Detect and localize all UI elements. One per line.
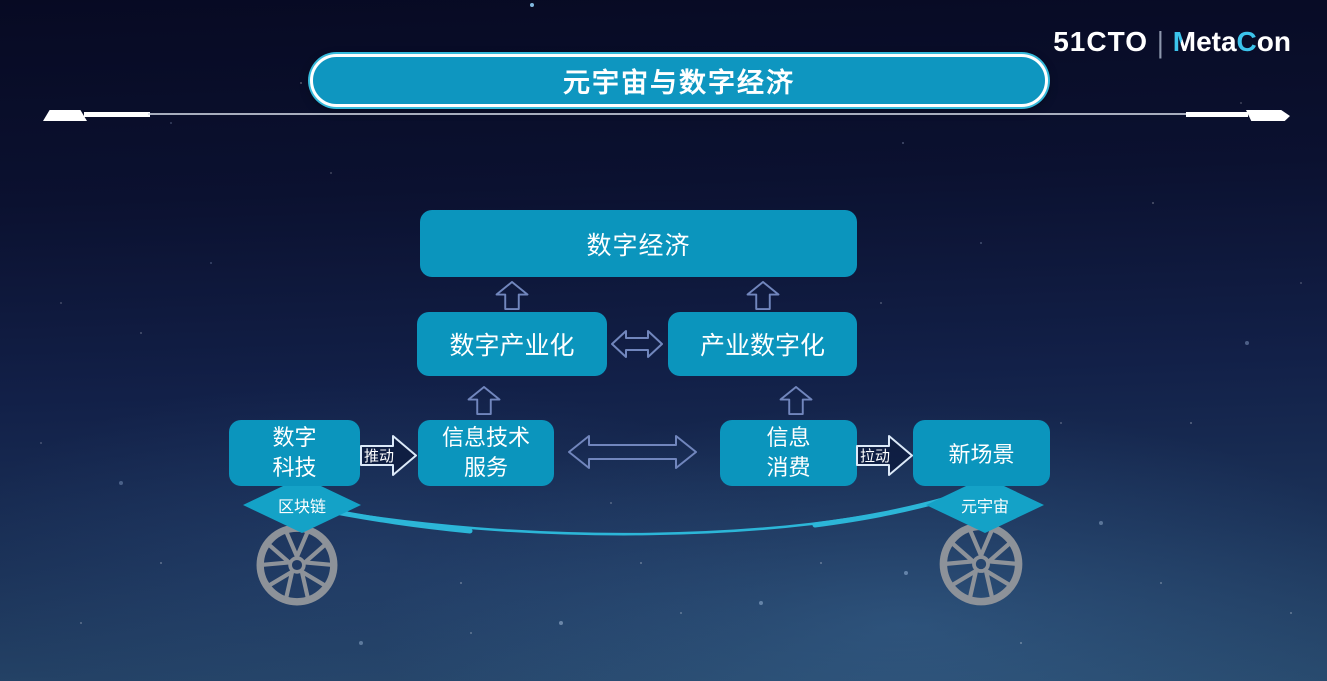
divider-right-cap <box>1246 110 1290 121</box>
box-information-consumption-line2: 消费 <box>766 455 811 480</box>
box-information-consumption-line1: 信息 <box>766 425 811 450</box>
slide-title-banner: 元宇宙与数字经济 <box>310 54 1048 107</box>
logo-51cto: 51CTO <box>1053 26 1148 57</box>
right-arrow-icon <box>856 435 913 476</box>
box-it-services: 信息技术 服务 <box>418 420 554 486</box>
up-arrow-icon <box>779 386 813 415</box>
starfield <box>0 0 2 2</box>
right-arrow-icon <box>360 435 417 476</box>
divider-left-cap <box>43 110 87 121</box>
up-arrow-icon <box>495 281 529 310</box>
push-arrow-label: 推动 <box>363 448 394 465</box>
box-digital-economy-label: 数字经济 <box>586 231 691 260</box>
up-arrow-icon <box>746 281 780 310</box>
push-arrow: 推动 <box>360 433 418 478</box>
wheel-icon-left <box>256 524 338 606</box>
box-digital-industrialization: 数字产业化 <box>417 312 607 376</box>
box-information-consumption: 信息 消费 <box>720 420 857 486</box>
box-industry-digitalization: 产业数字化 <box>668 312 857 376</box>
pull-arrow: 拉动 <box>856 433 914 478</box>
box-new-scenarios: 新场景 <box>913 420 1050 486</box>
up-arrow-icon <box>467 386 501 415</box>
box-new-scenarios-label: 新场景 <box>948 442 1015 467</box>
logo-metacon: MetaCon <box>1172 26 1291 57</box>
box-industry-digitalization-label: 产业数字化 <box>699 332 825 360</box>
box-digital-economy: 数字经济 <box>420 210 857 277</box>
box-digital-technology-line2: 科技 <box>272 455 317 480</box>
box-it-services-line1: 信息技术 <box>441 425 530 450</box>
pull-arrow-label: 拉动 <box>859 448 890 465</box>
tag-blockchain-label: 区块链 <box>277 499 326 516</box>
divider-left-segment <box>84 112 150 117</box>
box-digital-industrialization-label: 数字产业化 <box>449 332 575 360</box>
box-it-services-line2: 服务 <box>463 455 508 480</box>
tag-metaverse-label: 元宇宙 <box>960 499 1009 516</box>
double-arrow-icon <box>611 330 663 358</box>
logo-separator: | <box>1156 24 1164 59</box>
divider-right-segment <box>1186 112 1248 117</box>
brand-logo: 51CTO | MetaCon <box>1053 24 1291 59</box>
slide-title: 元宇宙与数字经济 <box>563 68 795 98</box>
divider-line <box>148 113 1188 115</box>
box-digital-technology-line1: 数字 <box>272 425 317 450</box>
box-digital-technology: 数字 科技 <box>229 420 360 486</box>
long-double-arrow-icon <box>568 435 697 469</box>
